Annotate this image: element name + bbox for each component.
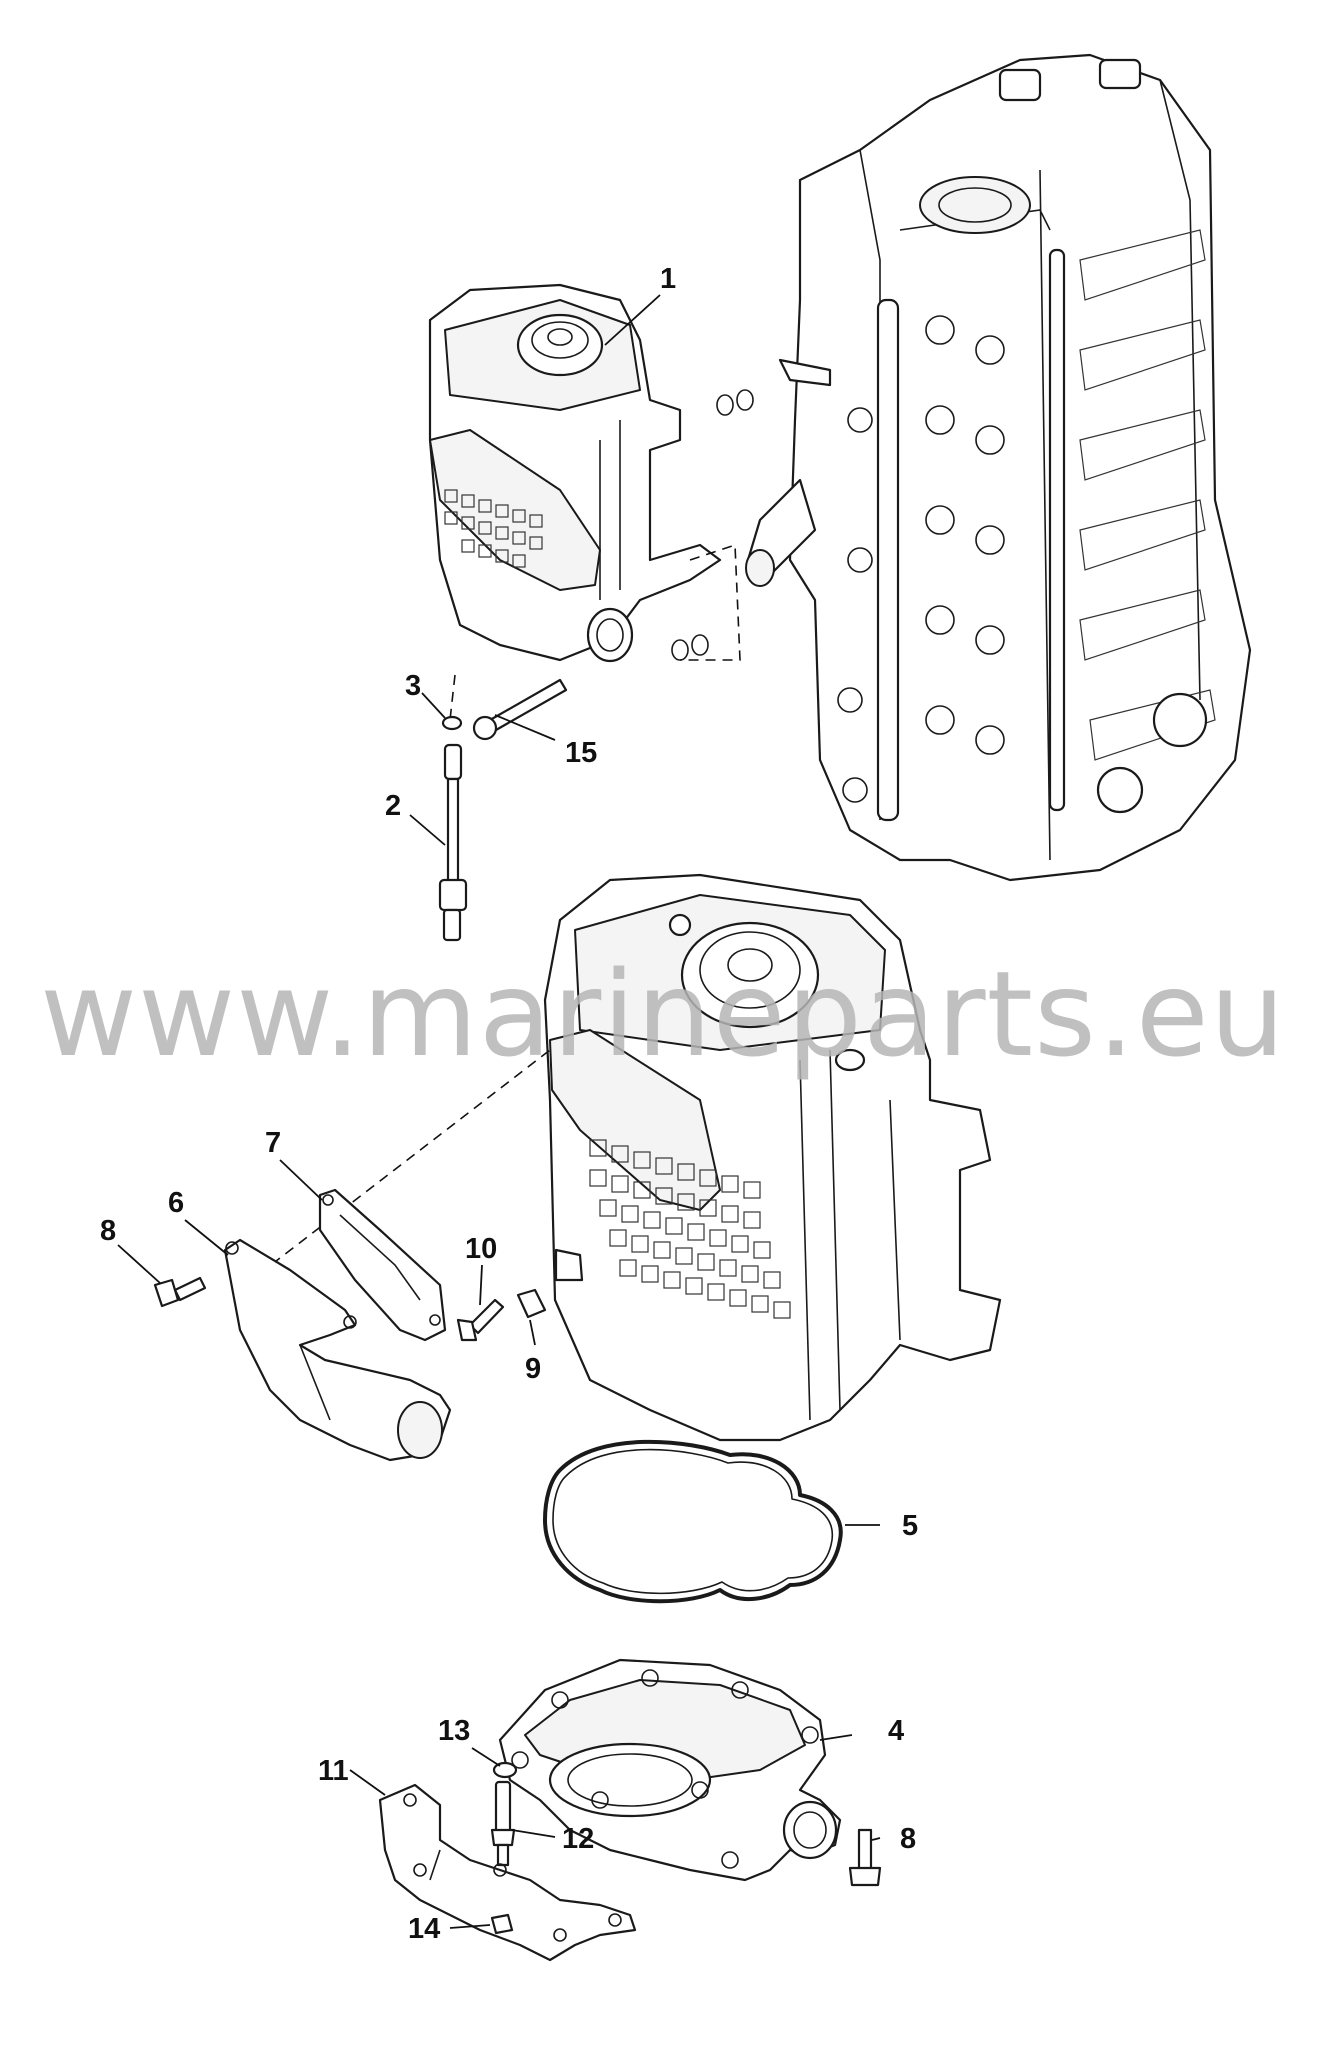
bolt-item-10 — [456, 1298, 505, 1342]
bracket-item-11 — [378, 1783, 637, 1962]
callout-10: 10 — [465, 1233, 497, 1265]
seal-ring-item-5 — [543, 1439, 843, 1604]
callout-1: 1 — [660, 263, 676, 295]
callout-14: 14 — [408, 1913, 440, 1945]
watermark-text: www.marineparts.eu — [40, 945, 1286, 1083]
callout-8-right: 8 — [900, 1823, 916, 1855]
engine-block — [745, 53, 1252, 882]
callout-4: 4 — [888, 1715, 904, 1747]
callout-5: 5 — [902, 1510, 918, 1542]
nut-item-14 — [490, 1913, 514, 1935]
oil-pan-item-4 — [498, 1658, 842, 1882]
stud-item-12 — [490, 1780, 516, 1867]
callout-8-left: 8 — [100, 1215, 116, 1247]
callout-11: 11 — [318, 1755, 349, 1787]
dowel-item-9 — [516, 1288, 547, 1319]
long-bolt-item-15 — [472, 678, 568, 741]
bolt-item-8-left — [153, 1276, 207, 1308]
callout-6: 6 — [168, 1187, 184, 1219]
gasket-item-7 — [318, 1188, 447, 1342]
callout-3: 3 — [405, 670, 421, 702]
callout-2: 2 — [385, 790, 401, 822]
callout-12: 12 — [562, 1823, 594, 1855]
callout-13: 13 — [438, 1715, 470, 1747]
bolt-item-8-right — [848, 1828, 882, 1887]
sensor-probe-item-2 — [438, 743, 468, 942]
callout-15: 15 — [565, 737, 597, 769]
pump-assembly-upper — [428, 283, 722, 663]
callout-numbers: 1 3 15 2 7 6 8 10 9 5 4 13 11 12 8 14 — [100, 263, 918, 1945]
main-pump-assembly — [543, 873, 1002, 1442]
o-rings — [671, 389, 754, 661]
callout-9: 9 — [525, 1353, 541, 1385]
elbow-cover-item-6 — [223, 1238, 452, 1462]
washer-item-3 — [441, 715, 463, 731]
callout-7: 7 — [265, 1127, 281, 1159]
leader-lines — [117, 294, 881, 1929]
